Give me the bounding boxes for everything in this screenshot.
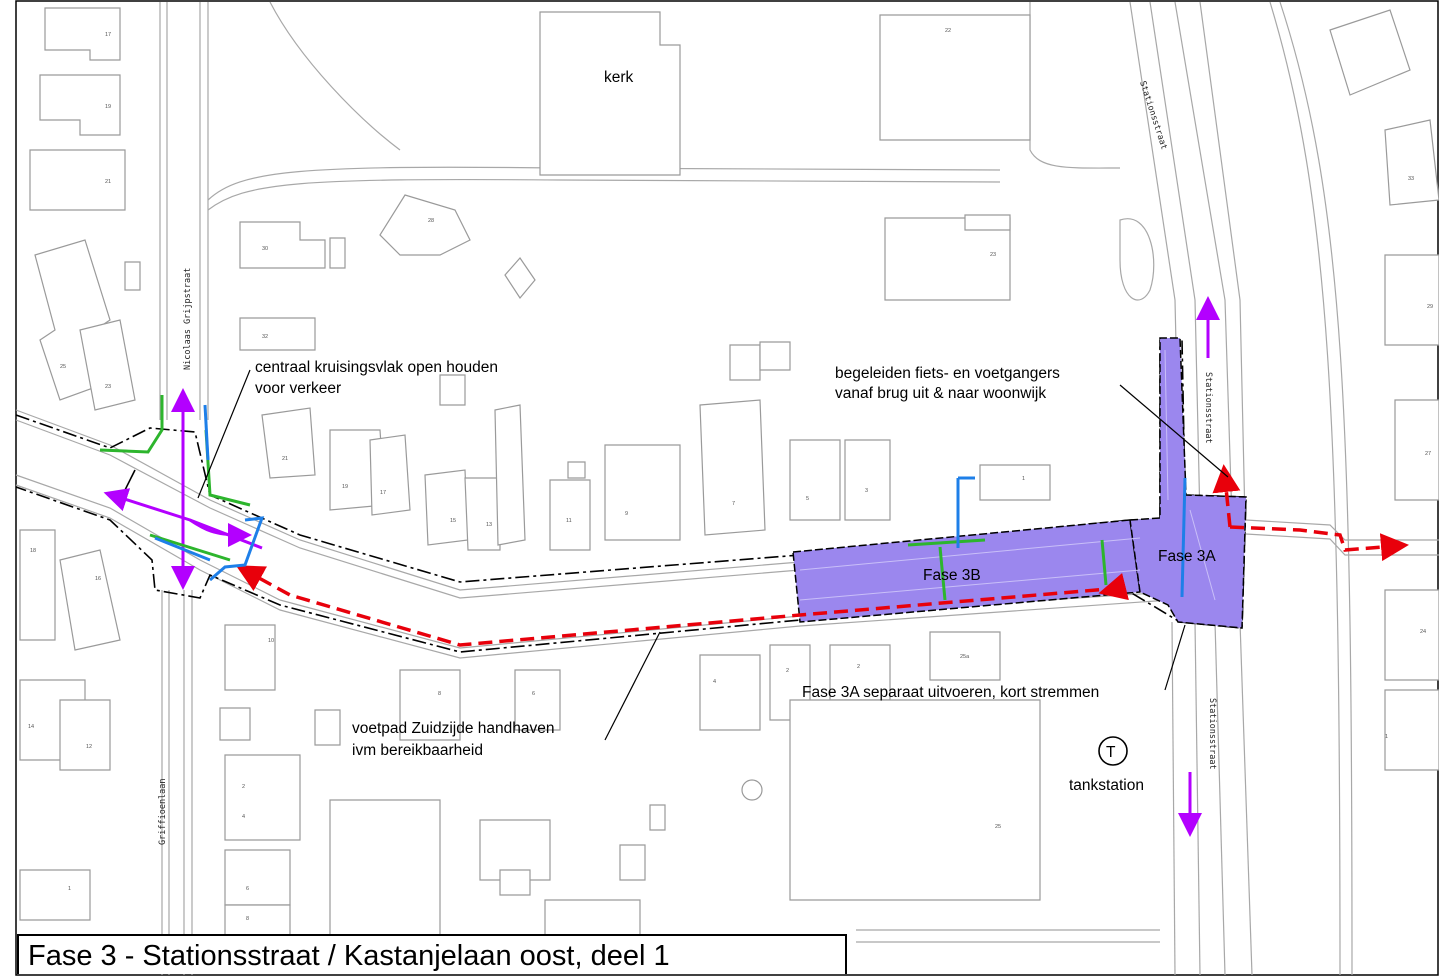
label-tankstation: tankstation (1069, 777, 1144, 794)
svg-text:10: 10 (268, 638, 274, 644)
svg-text:4: 4 (242, 814, 245, 820)
svg-text:2: 2 (857, 664, 860, 670)
street-label-stationsstraat-mid: Stationsstraat (1203, 372, 1213, 444)
svg-text:9: 9 (625, 511, 628, 517)
svg-text:15: 15 (450, 518, 456, 524)
svg-text:2: 2 (786, 668, 789, 674)
svg-text:33: 33 (1408, 176, 1414, 182)
svg-text:21: 21 (105, 179, 111, 185)
svg-text:13: 13 (486, 522, 492, 528)
svg-text:6: 6 (532, 691, 535, 697)
barriers-blue (154, 404, 1187, 598)
svg-text:30: 30 (262, 246, 268, 252)
label-voetpad-line1: voetpad Zuidzijde handhaven (352, 720, 555, 737)
svg-text:29: 29 (1427, 304, 1433, 310)
street-label-stationsstraat-bottom: Stationsstraat (1207, 698, 1217, 770)
svg-text:24: 24 (1420, 629, 1426, 635)
label-fase-3b: Fase 3B (923, 567, 981, 584)
svg-text:12: 12 (86, 744, 92, 750)
svg-text:28: 28 (428, 218, 434, 224)
svg-text:11: 11 (566, 518, 572, 524)
svg-text:23: 23 (105, 384, 111, 390)
map-title: Fase 3 - Stationsstraat / Kastanjelaan o… (17, 934, 847, 974)
svg-text:6: 6 (246, 886, 249, 892)
svg-text:7: 7 (732, 501, 735, 507)
svg-text:16: 16 (95, 576, 101, 582)
label-begeleiden-line1: begeleiden fiets- en voetgangers (835, 365, 1060, 382)
buildings (19, 7, 1439, 936)
svg-text:14: 14 (28, 724, 34, 730)
label-kruising-line1: centraal kruisingsvlak open houden (255, 359, 498, 376)
street-label-nicolaas-grijpstraat: Nicolaas Grijpstraat (183, 268, 193, 370)
label-kerk: kerk (604, 69, 634, 86)
label-kruising-line2: voor verkeer (255, 380, 341, 397)
svg-text:17: 17 (380, 490, 386, 496)
callout-leaders (197, 369, 1229, 741)
street-label-griffioenlaan: Griffioenlaan (158, 778, 168, 845)
svg-text:19: 19 (105, 104, 111, 110)
label-fase-3a-note: Fase 3A separaat uitvoeren, kort stremme… (802, 684, 1099, 701)
svg-text:25: 25 (995, 824, 1001, 830)
tankstation-marker: T tankstation (1069, 736, 1144, 794)
svg-text:23: 23 (990, 252, 996, 258)
svg-text:22: 22 (945, 28, 951, 34)
svg-text:19: 19 (342, 484, 348, 490)
svg-text:18: 18 (30, 548, 36, 554)
road-network (15, 1, 1439, 976)
svg-text:3: 3 (865, 488, 868, 494)
svg-text:8: 8 (438, 691, 441, 697)
svg-text:2: 2 (242, 784, 245, 790)
detour-route (235, 464, 1409, 647)
svg-text:1: 1 (1385, 734, 1388, 740)
svg-text:5: 5 (806, 496, 809, 502)
label-begeleiden-line2: vanaf brug uit & naar woonwijk (835, 385, 1046, 402)
svg-text:21: 21 (282, 456, 288, 462)
svg-text:25: 25 (60, 364, 66, 370)
svg-text:1: 1 (1022, 476, 1025, 482)
svg-text:32: 32 (262, 334, 268, 340)
fase-3a-area (1129, 337, 1247, 629)
tankstation-symbol: T (1106, 744, 1116, 761)
label-voetpad-line2: ivm bereikbaarheid (352, 742, 483, 759)
svg-text:8: 8 (246, 916, 249, 922)
svg-text:25a: 25a (960, 654, 970, 660)
svg-text:4: 4 (713, 679, 716, 685)
house-numbers: 17 19 21 25 23 30 28 32 21 19 17 15 13 1… (28, 28, 1433, 922)
svg-text:27: 27 (1425, 451, 1431, 457)
tankstation-circle-icon (1098, 736, 1128, 766)
label-fase-3a: Fase 3A (1158, 548, 1216, 565)
svg-text:1: 1 (68, 886, 71, 892)
svg-text:17: 17 (105, 32, 111, 38)
